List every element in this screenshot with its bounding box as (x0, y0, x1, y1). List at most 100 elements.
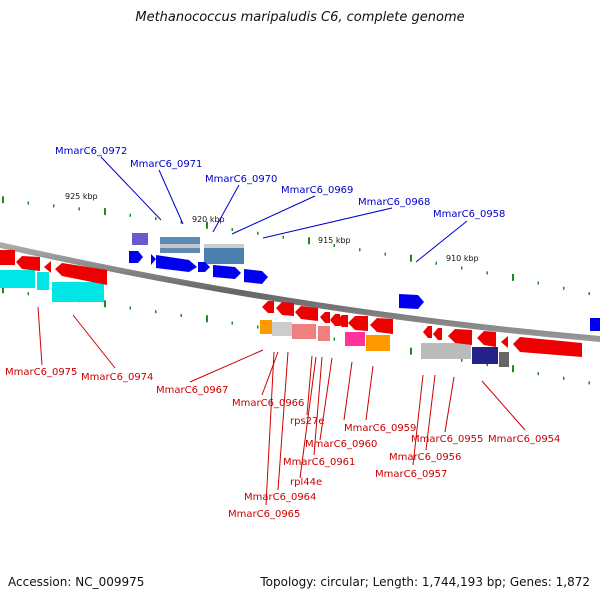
feature-block (345, 332, 365, 346)
minor-tick (257, 231, 259, 235)
gene-arrow (330, 314, 340, 326)
minor-tick (129, 306, 131, 310)
major-tick (104, 300, 106, 308)
minor-tick (282, 235, 284, 239)
gene-label-MmarC6_0955[interactable]: MmarC6_0955 (411, 434, 483, 445)
feature-block (260, 320, 272, 334)
minor-tick (359, 248, 361, 252)
minor-tick (180, 313, 182, 317)
gene-label-MmarC6_0954[interactable]: MmarC6_0954 (488, 434, 560, 445)
feature-block (421, 343, 471, 359)
minor-tick (435, 261, 437, 265)
major-tick (410, 347, 412, 355)
minor-tick (563, 286, 565, 290)
gene-label-MmarC6_0968[interactable]: MmarC6_0968 (358, 197, 430, 208)
gene-label-MmarC6_0967[interactable]: MmarC6_0967 (156, 385, 228, 396)
minor-tick (53, 204, 55, 208)
minus-leader-lines (37, 306, 526, 506)
topology-label: Topology: circular; Length: 1,744,193 bp… (260, 575, 590, 589)
minus-strand-features (0, 250, 582, 367)
gene-label-MmarC6_0971[interactable]: MmarC6_0971 (130, 159, 202, 170)
major-tick (206, 221, 208, 229)
gene-arrow (55, 263, 107, 285)
gene-label-MmarC6_0965[interactable]: MmarC6_0965 (228, 509, 300, 520)
feature-block (272, 322, 292, 336)
major-tick (2, 196, 4, 204)
gene-arrow (262, 301, 274, 313)
gene-label-rps27e[interactable]: rps27e (290, 416, 325, 427)
feature-block (472, 347, 498, 364)
scale-label-910: 910 kbp (446, 254, 479, 263)
gene-label-MmarC6_0969[interactable]: MmarC6_0969 (281, 185, 353, 196)
minor-tick (27, 292, 29, 296)
gene-arrow (501, 336, 508, 348)
feature-block (37, 272, 49, 290)
gene-label-MmarC6_0974[interactable]: MmarC6_0974 (81, 372, 153, 383)
gene-arrow (513, 337, 582, 357)
gene-arrow (244, 269, 268, 284)
feature-block (0, 270, 35, 288)
gene-arrow (198, 262, 210, 272)
gene-arrow (448, 329, 472, 345)
minor-tick (486, 363, 488, 367)
major-tick (410, 254, 412, 262)
gene-arrow (295, 306, 318, 321)
gene-arrow (0, 250, 15, 265)
feature-block (318, 326, 330, 341)
scale-label-915: 915 kbp (318, 236, 351, 245)
gene-arrow (423, 326, 432, 338)
map-title: Methanococcus maripaludis C6, complete g… (135, 10, 465, 25)
gene-arrow (348, 316, 368, 331)
minor-tick (180, 220, 182, 224)
gene-label-MmarC6_0970[interactable]: MmarC6_0970 (205, 174, 277, 185)
major-tick (308, 237, 310, 245)
gene-label-rpl44e[interactable]: rpl44e (290, 477, 322, 488)
feature-block (204, 244, 244, 264)
scale-label-920: 920 kbp (192, 215, 225, 224)
genome-backbone (0, 242, 600, 342)
gene-arrow (213, 265, 241, 279)
gene-label-MmarC6_0966[interactable]: MmarC6_0966 (232, 398, 304, 409)
minor-tick (333, 243, 335, 247)
gene-label-MmarC6_0960[interactable]: MmarC6_0960 (305, 439, 377, 450)
gene-arrow (336, 315, 348, 327)
minor-tick (231, 321, 233, 325)
minor-tick (384, 252, 386, 256)
gene-label-MmarC6_0959[interactable]: MmarC6_0959 (344, 423, 416, 434)
major-tick (104, 208, 106, 216)
gene-label-MmarC6_0956[interactable]: MmarC6_0956 (389, 452, 461, 463)
gene-arrow (477, 331, 496, 347)
minor-tick (333, 337, 335, 341)
gene-arrow (590, 318, 600, 331)
feature-block (366, 335, 390, 351)
minor-tick (155, 310, 157, 314)
gene-label-MmarC6_0972[interactable]: MmarC6_0972 (55, 146, 127, 157)
minor-tick (155, 217, 157, 221)
gene-arrow (399, 294, 424, 309)
gene-arrow (433, 328, 442, 340)
plus-strand-features (129, 233, 600, 331)
gene-label-MmarC6_0957[interactable]: MmarC6_0957 (375, 469, 447, 480)
minor-tick (27, 201, 29, 205)
feature-block (160, 244, 200, 248)
minor-tick (231, 227, 233, 231)
minor-tick (563, 376, 565, 380)
minor-tick (257, 325, 259, 329)
minor-tick (588, 292, 590, 296)
minor-tick (537, 281, 539, 285)
minor-tick (461, 266, 463, 270)
outer-scale-ticks (2, 196, 590, 296)
gene-label-MmarC6_0958[interactable]: MmarC6_0958 (433, 209, 505, 220)
minor-tick (78, 207, 80, 211)
plus-leader-lines (100, 156, 468, 263)
gene-label-MmarC6_0975[interactable]: MmarC6_0975 (5, 367, 77, 378)
major-tick (512, 273, 514, 281)
minor-tick (537, 372, 539, 376)
gene-arrow (44, 261, 51, 273)
gene-arrow (370, 318, 393, 334)
gene-arrow (320, 312, 330, 323)
gene-arrow (129, 251, 143, 263)
minor-tick (588, 381, 590, 385)
gene-label-MmarC6_0964[interactable]: MmarC6_0964 (244, 492, 316, 503)
gene-label-MmarC6_0961[interactable]: MmarC6_0961 (283, 457, 355, 468)
